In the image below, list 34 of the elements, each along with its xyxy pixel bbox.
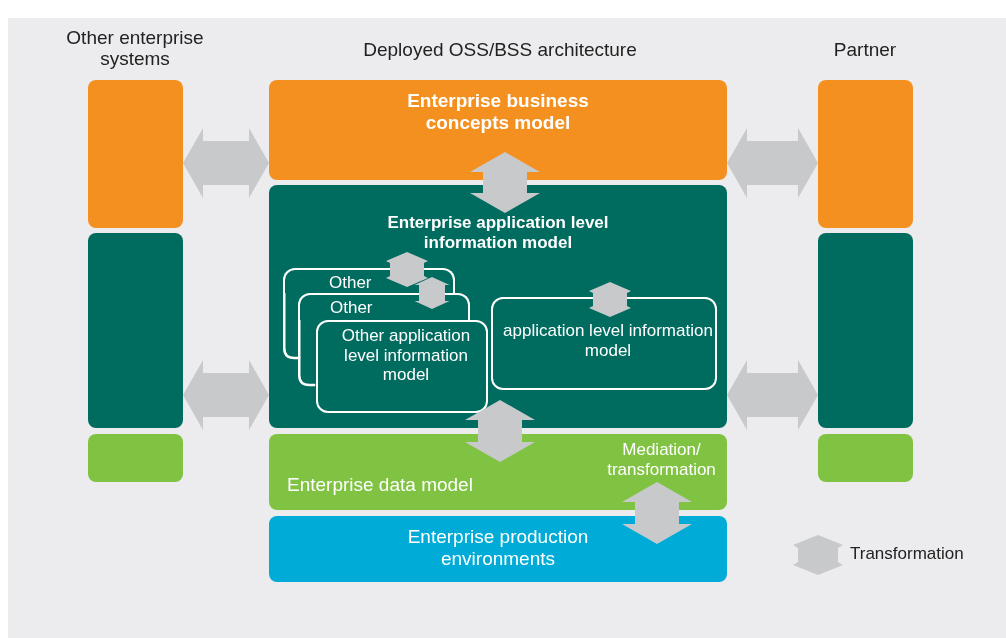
system-box bbox=[818, 233, 913, 428]
transformation-arrow bbox=[727, 128, 818, 198]
transformation-arrow bbox=[727, 360, 818, 430]
system-box bbox=[88, 233, 183, 428]
model-title: Other bbox=[330, 298, 374, 318]
model-box bbox=[269, 185, 727, 428]
model-title: Enterprise business concepts model bbox=[406, 90, 590, 134]
model-box bbox=[269, 516, 727, 582]
transformation-arrow bbox=[414, 277, 450, 309]
model-title: Enterprise data model bbox=[287, 474, 474, 496]
model-note: Mediation/ transformation bbox=[606, 440, 717, 480]
column-heading: Other enterprise systems bbox=[65, 28, 205, 70]
model-box bbox=[269, 434, 727, 510]
transformation-arrow bbox=[465, 400, 535, 462]
transformation-arrow bbox=[183, 128, 269, 198]
model-title: Other bbox=[329, 273, 373, 293]
transformation-arrow bbox=[470, 152, 540, 213]
model-title: Enterprise production environments bbox=[406, 526, 590, 570]
model-title: application level information model bbox=[503, 321, 713, 361]
transformation-arrow bbox=[183, 360, 269, 430]
transformation-arrow bbox=[622, 482, 692, 544]
model-title: Enterprise application level information model bbox=[386, 213, 610, 253]
column-heading: Partner bbox=[832, 40, 898, 61]
system-box bbox=[818, 434, 913, 482]
system-box bbox=[88, 80, 183, 228]
legend-label: Transformation bbox=[850, 545, 964, 564]
model-card bbox=[316, 320, 488, 413]
model-card bbox=[298, 293, 470, 320]
model-card bbox=[491, 297, 717, 390]
system-box bbox=[88, 434, 183, 482]
model-title: Other application level information model bbox=[340, 326, 472, 385]
model-box bbox=[269, 80, 727, 180]
system-box bbox=[818, 80, 913, 228]
column-heading: Deployed OSS/BSS architecture bbox=[362, 40, 638, 61]
